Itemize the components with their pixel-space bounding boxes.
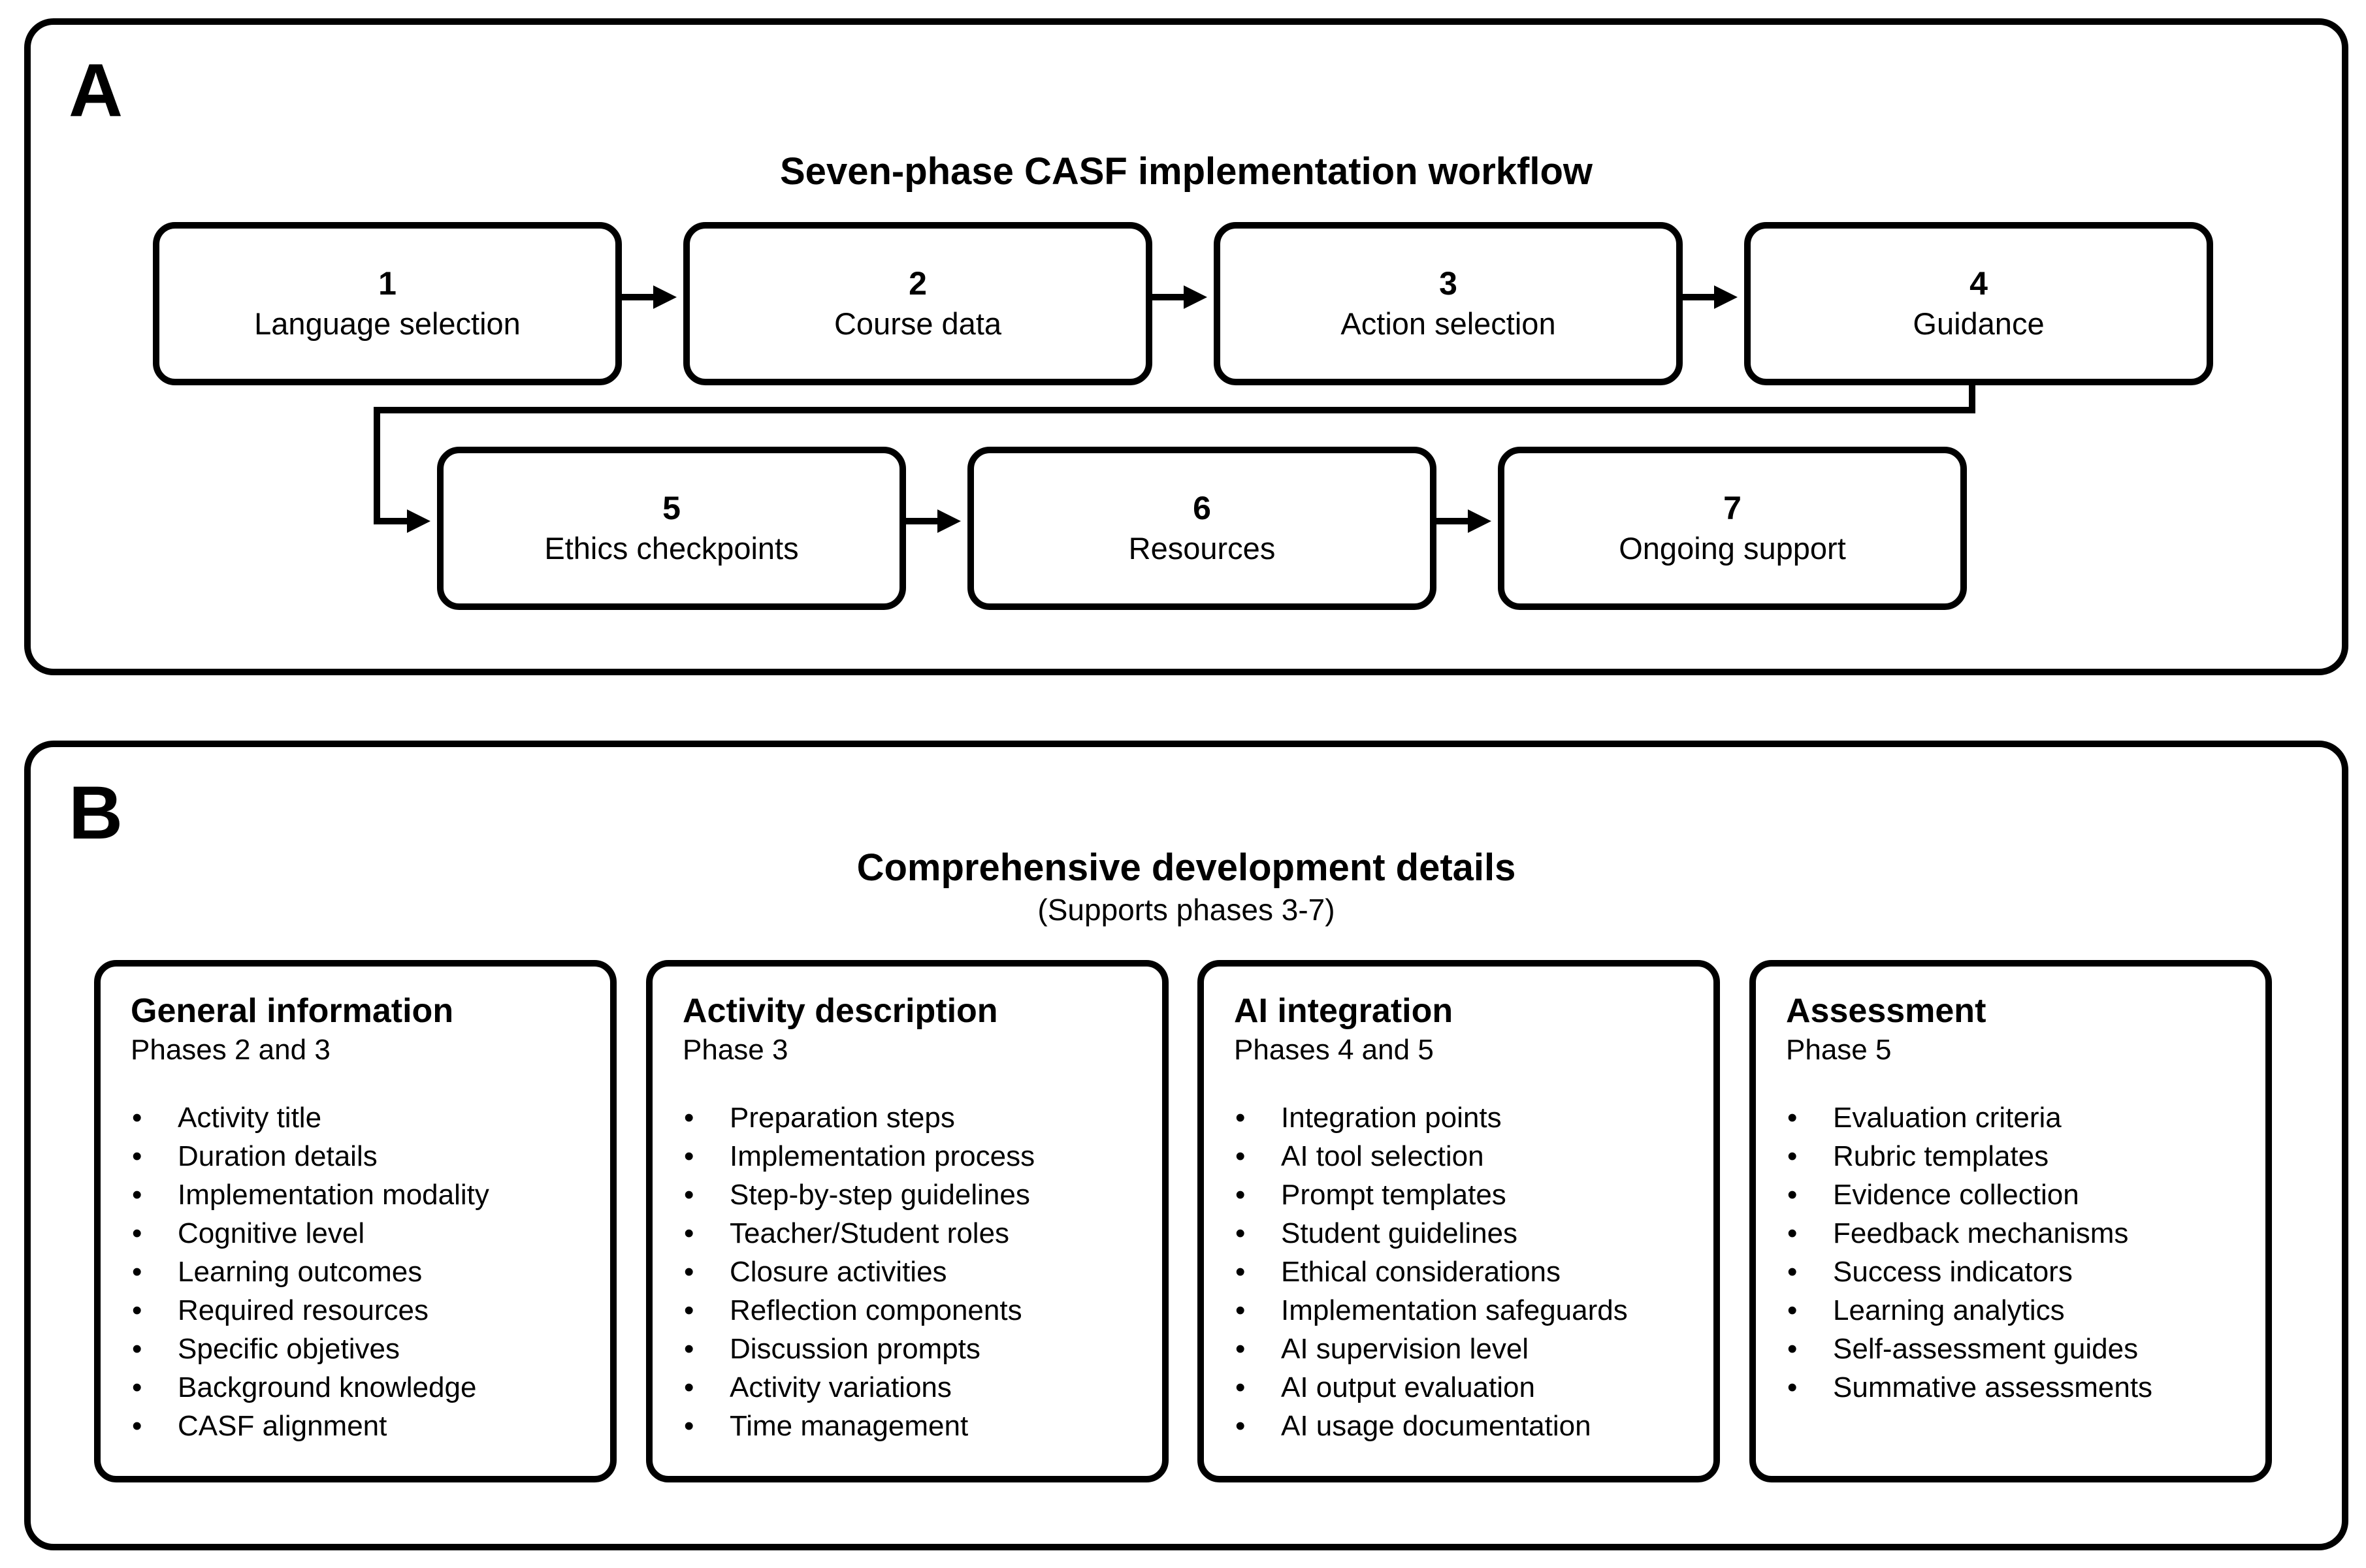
bullet-item: Background knowledge (131, 1368, 587, 1407)
card-title: AI integration (1234, 992, 1453, 1030)
bullet-item: Closure activities (683, 1253, 1139, 1291)
card-general-information: General information Phases 2 and 3 Activ… (94, 960, 617, 1482)
panel-b-title: Comprehensive development details (856, 846, 1516, 889)
card-title: General information (131, 992, 454, 1030)
card-activity-description: Activity description Phase 3 Preparation… (646, 960, 1169, 1482)
phase-label: Resources (1128, 531, 1276, 566)
phase-label: Guidance (1913, 306, 2045, 341)
panel-a-title: Seven-phase CASF implementation workflow (780, 150, 1593, 193)
panel-b-subtitle: (Supports phases 3-7) (1037, 893, 1335, 927)
phase-number: 1 (378, 265, 397, 302)
phase-box-7: 7 Ongoing support (1498, 447, 1967, 610)
bullet-item: Reflection components (683, 1291, 1139, 1330)
bullet-item: Implementation process (683, 1137, 1139, 1176)
card-phase: Phases 2 and 3 (131, 1034, 331, 1066)
phase-box-3: 3 Action selection (1214, 222, 1683, 385)
phase-box-2: 2 Course data (683, 222, 1152, 385)
bullet-item: Teacher/Student roles (683, 1214, 1139, 1253)
phase-box-1: 1 Language selection (153, 222, 622, 385)
bullet-item: Required resources (131, 1291, 587, 1330)
card-ai-integration: AI integration Phases 4 and 5 Integratio… (1197, 960, 1720, 1482)
bullet-item: Success indicators (1786, 1253, 2242, 1291)
phase-number: 5 (662, 490, 681, 526)
bullet-item: Student guidelines (1234, 1214, 1690, 1253)
card-phase: Phase 3 (683, 1034, 788, 1066)
phase-label: Ongoing support (1619, 531, 1846, 566)
card-bullet-list: Activity titleDuration detailsImplementa… (131, 1098, 587, 1445)
card-phase: Phases 4 and 5 (1234, 1034, 1434, 1066)
bullet-item: Integration points (1234, 1098, 1690, 1137)
phase-label: Course data (834, 306, 1002, 341)
bullet-item: Self-assessment guides (1786, 1330, 2242, 1368)
bullet-item: Feedback mechanisms (1786, 1214, 2242, 1253)
arrow-phase6-to-phase7 (1430, 509, 1491, 533)
panel-b-title-block: Comprehensive development details (Suppo… (31, 845, 2342, 929)
bullet-item: Implementation safeguards (1234, 1291, 1690, 1330)
bullet-item: Activity variations (683, 1368, 1139, 1407)
bullet-item: Summative assessments (1786, 1368, 2242, 1407)
workflow-connectors (374, 285, 1975, 533)
phase-label: Action selection (1340, 306, 1556, 341)
bullet-item: Duration details (131, 1137, 587, 1176)
bullet-item: AI output evaluation (1234, 1368, 1690, 1407)
phase-number: 6 (1193, 490, 1211, 526)
bullet-item: Rubric templates (1786, 1137, 2242, 1176)
bullet-item: Ethical considerations (1234, 1253, 1690, 1291)
bullet-item: CASF alignment (131, 1407, 587, 1445)
phase-number: 7 (1723, 490, 1742, 526)
phase-box-4: 4 Guidance (1744, 222, 2213, 385)
bullet-item: Step-by-step guidelines (683, 1176, 1139, 1214)
card-bullet-list: Integration pointsAI tool selectionPromp… (1234, 1098, 1690, 1445)
panel-a-workflow: A Seven-phase CASF implementation workfl… (24, 18, 2348, 675)
arrow-phase2-to-phase3 (1146, 285, 1207, 309)
bullet-item: Activity title (131, 1098, 587, 1137)
phase-box-5: 5 Ethics checkpoints (437, 447, 906, 610)
bullet-item: Evaluation criteria (1786, 1098, 2242, 1137)
bullet-item: Preparation steps (683, 1098, 1139, 1137)
bullet-item: Evidence collection (1786, 1176, 2242, 1214)
bullet-item: Learning analytics (1786, 1291, 2242, 1330)
bullet-item: Discussion prompts (683, 1330, 1139, 1368)
bullet-item: Prompt templates (1234, 1176, 1690, 1214)
phase-label: Language selection (254, 306, 521, 341)
bullet-item: AI supervision level (1234, 1330, 1690, 1368)
connector-phase4-to-phase5 (374, 379, 1975, 533)
panel-b-label: B (69, 771, 123, 855)
card-phase: Phase 5 (1786, 1034, 1892, 1066)
phase-number: 4 (1969, 265, 1988, 302)
panel-b-details: B Comprehensive development details (Sup… (24, 741, 2348, 1550)
phase-label: Ethics checkpoints (544, 531, 799, 566)
arrow-phase3-to-phase4 (1676, 285, 1738, 309)
panel-a-label: A (69, 49, 123, 133)
card-title: Assessment (1786, 992, 1986, 1030)
arrow-phase1-to-phase2 (615, 285, 677, 309)
bullet-item: AI tool selection (1234, 1137, 1690, 1176)
card-bullet-list: Evaluation criteriaRubric templatesEvide… (1786, 1098, 2242, 1407)
phase-box-6: 6 Resources (967, 447, 1436, 610)
bullet-item: Time management (683, 1407, 1139, 1445)
bullet-item: Cognitive level (131, 1214, 587, 1253)
card-assessment: Assessment Phase 5 Evaluation criteriaRu… (1749, 960, 2272, 1482)
card-bullet-list: Preparation stepsImplementation processS… (683, 1098, 1139, 1445)
bullet-item: Specific objetives (131, 1330, 587, 1368)
bullet-item: AI usage documentation (1234, 1407, 1690, 1445)
phase-number: 2 (909, 265, 927, 302)
bullet-item: Implementation modality (131, 1176, 587, 1214)
card-title: Activity description (683, 992, 998, 1030)
arrow-phase5-to-phase6 (899, 509, 961, 533)
phase-number: 3 (1439, 265, 1457, 302)
bullet-item: Learning outcomes (131, 1253, 587, 1291)
